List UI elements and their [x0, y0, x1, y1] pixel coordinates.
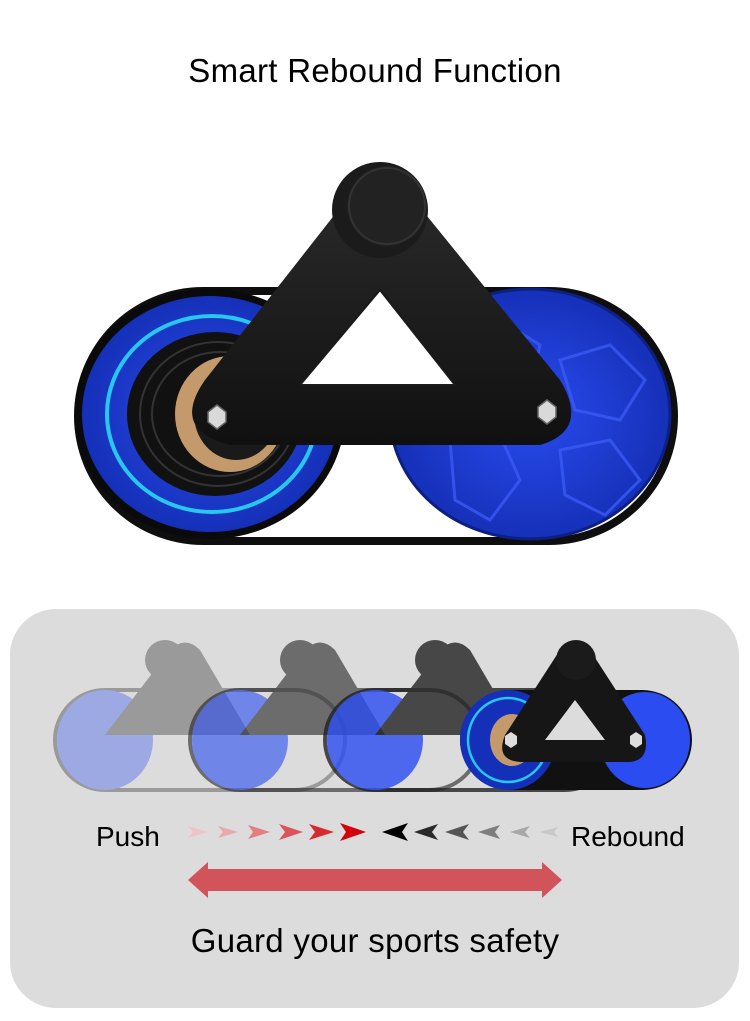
- direction-arrows: [188, 823, 558, 841]
- tagline: Guard your sports safety: [190, 922, 560, 959]
- motion-sequence-image: [53, 640, 692, 792]
- push-label: Push: [96, 821, 160, 852]
- hero-product-image: [74, 162, 678, 545]
- push-arrows-icon: [188, 823, 366, 841]
- page-title: Smart Rebound Function: [188, 52, 562, 89]
- rebound-demo-panel: [10, 609, 739, 1008]
- double-arrow-icon: [188, 862, 562, 898]
- rebound-arrows-icon: [382, 823, 558, 841]
- rebound-label: Rebound: [571, 821, 685, 852]
